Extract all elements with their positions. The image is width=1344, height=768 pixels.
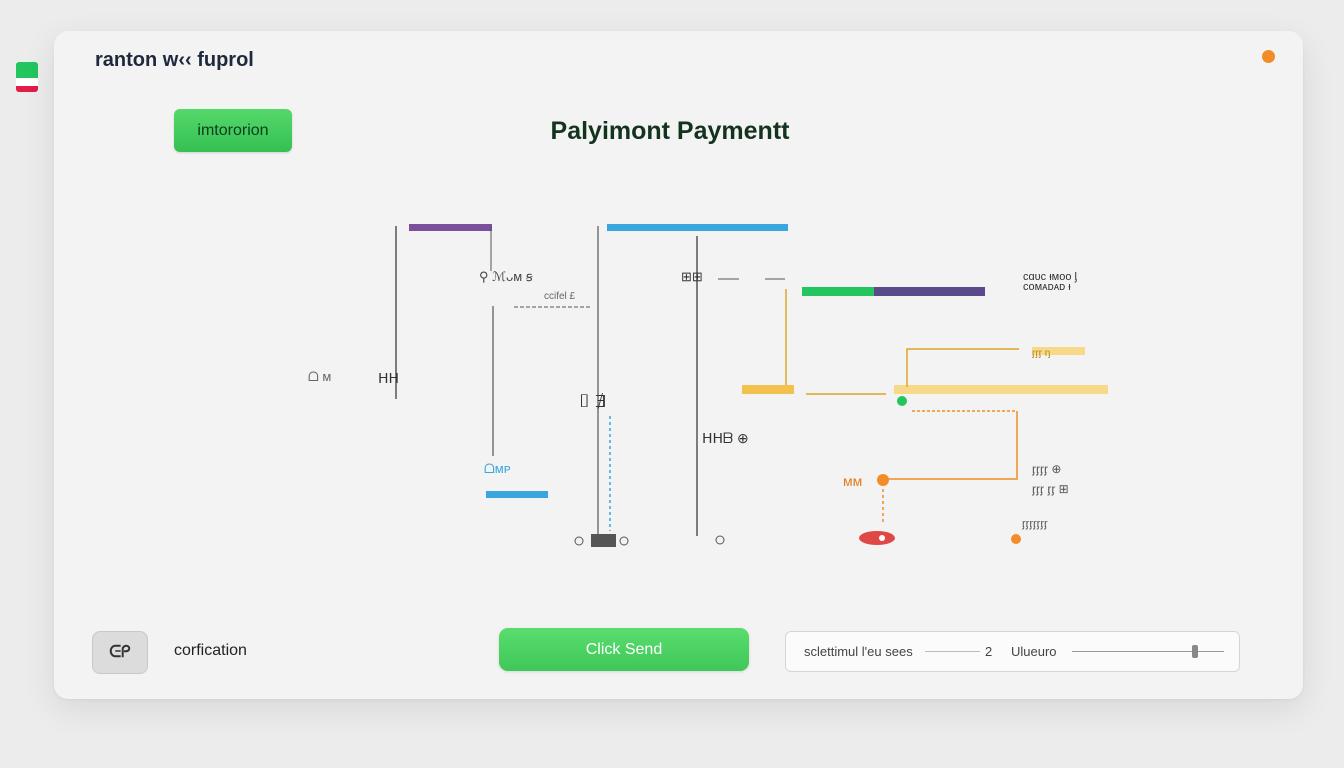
left-tag-label: ᗝ ᴍ xyxy=(308,369,331,384)
yellow-bar xyxy=(742,385,794,394)
node-c-label-1: ᴄɑᴜᴄ ᵻᴍᴏᴏ ᶅ xyxy=(1023,271,1077,283)
control-value: 2 xyxy=(985,644,993,659)
right-mark-d: ᶉᶉᶉᶉᶉᶉᶉ xyxy=(1022,518,1048,530)
end-node-icon xyxy=(574,536,584,546)
page-title: Palyimont Paymentt xyxy=(550,117,790,145)
end-node-block xyxy=(591,534,616,547)
node-a-label: ⚲ ℳᴗᴍ ꞩ xyxy=(479,269,533,284)
left-mark-label: ᕼᕼ xyxy=(378,370,399,386)
control-label-2: Ulueuro xyxy=(1011,644,1057,659)
right-mark-a: ᶉᶉᶉ ᶇ xyxy=(1032,348,1051,359)
send-button[interactable]: Click Send xyxy=(499,628,749,671)
green-bar xyxy=(802,287,874,296)
node-c-label-2: ᴄᴏᴍᴀᴅᴀᴅ ᵼ xyxy=(1023,281,1071,293)
orange-node-icon xyxy=(877,474,889,486)
slider-track[interactable] xyxy=(1072,651,1224,652)
yellow-bar-small xyxy=(1032,347,1085,355)
right-mark-b: ᶉᶉᶉᶉ ⊕ xyxy=(1032,462,1061,476)
main-window: ranton w‹‹ fuprol imtororion Palyimont P… xyxy=(54,31,1303,699)
orange-connector xyxy=(888,411,1018,480)
end-node-icon xyxy=(715,535,725,545)
mid-mark-label: ⌷ ∄ xyxy=(579,391,606,411)
right-mark-c: ᶉᶉᶉ ᶉᶉ ⊞ xyxy=(1032,482,1069,496)
footer-app-icon[interactable]: ᕮᑭ xyxy=(92,631,148,674)
lower-mark-label: ᗝᴍᴘ xyxy=(484,461,511,476)
blue-bar xyxy=(607,224,788,231)
yellow-bar-long xyxy=(894,385,1108,394)
orange-mark-label: ᴍᴍ xyxy=(843,473,862,489)
yellow-connector xyxy=(906,348,1019,387)
purple-bar xyxy=(409,224,492,231)
orange-dot-icon xyxy=(1011,534,1021,544)
status-dot-icon[interactable] xyxy=(1262,50,1275,63)
slider-thumb[interactable] xyxy=(1192,645,1198,658)
node-b-label: ⊞⊞ xyxy=(681,269,703,284)
app-logo-icon xyxy=(16,62,38,92)
app-title: ranton w‹‹ fuprol xyxy=(95,49,254,71)
node-a-sublabel: ccifel £ xyxy=(544,291,576,302)
control-bar: sclettimul l'eu sees 2 Ulueuro xyxy=(785,631,1240,672)
control-divider xyxy=(925,651,980,652)
green-dot-icon xyxy=(897,396,907,406)
control-label: sclettimul l'eu sees xyxy=(804,644,913,659)
red-node-icon xyxy=(859,531,895,545)
indigo-bar xyxy=(874,287,985,296)
center-mark-label: ᕼᕼᗷ ⊕ xyxy=(702,430,749,446)
blue-bar-small xyxy=(486,491,548,498)
payment-flow-diagram: ⚲ ℳᴗᴍ ꞩ ccifel £ ⊞⊞ ᴄɑᴜᴄ ᵻᴍᴏᴏ ᶅ ᴄᴏᴍᴀᴅᴀᴅ … xyxy=(308,224,1108,547)
primary-action-button[interactable]: imtororion xyxy=(174,109,292,152)
footer-label: corfication xyxy=(174,642,247,659)
end-node-icon xyxy=(619,536,629,546)
